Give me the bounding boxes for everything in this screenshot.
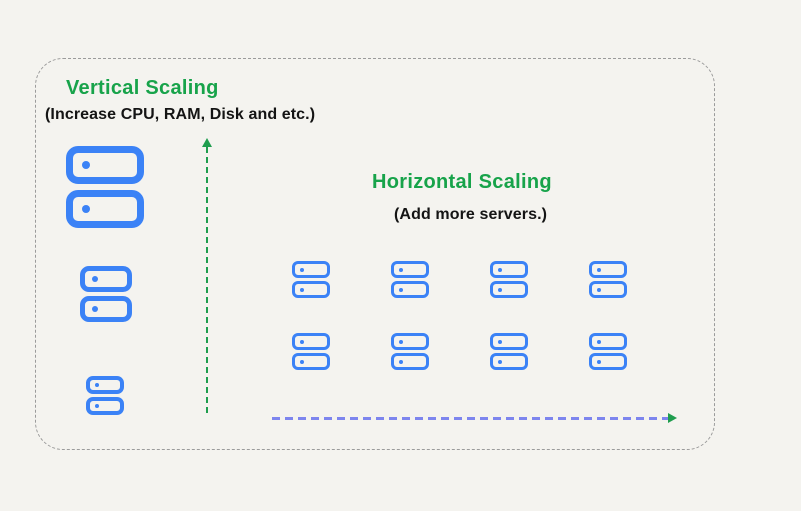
server-icon xyxy=(80,266,132,292)
server-icon xyxy=(490,333,528,350)
server-grid xyxy=(292,261,627,370)
server-stack-icon-small xyxy=(86,376,124,415)
server-icon xyxy=(292,281,330,298)
server-icon xyxy=(86,376,124,394)
server-stack-icon-medium xyxy=(80,266,132,322)
server-icon xyxy=(86,397,124,415)
vertical-scaling-subtitle: (Increase CPU, RAM, Disk and etc.) xyxy=(45,106,316,123)
server-stack-icon xyxy=(292,333,330,370)
server-icon xyxy=(292,261,330,278)
server-icon xyxy=(490,281,528,298)
right-arrow-icon xyxy=(272,417,668,420)
server-icon xyxy=(589,333,627,350)
right-arrow-head-icon xyxy=(668,413,677,423)
server-icon xyxy=(292,333,330,350)
server-stack-icon xyxy=(292,261,330,298)
server-icon xyxy=(589,261,627,278)
server-icon xyxy=(292,353,330,370)
server-icon xyxy=(589,281,627,298)
server-stack-icon-large xyxy=(66,146,144,228)
diagram-frame xyxy=(35,58,715,450)
server-stack-icon xyxy=(589,333,627,370)
server-icon xyxy=(391,261,429,278)
server-stack-icon xyxy=(490,261,528,298)
server-stack-icon xyxy=(391,261,429,298)
server-stack-icon xyxy=(490,333,528,370)
server-stack-icon xyxy=(589,261,627,298)
horizontal-scaling-subtitle: (Add more servers.) xyxy=(394,206,548,223)
server-icon xyxy=(391,281,429,298)
server-stack-icon xyxy=(391,333,429,370)
horizontal-scaling-title: Horizontal Scaling xyxy=(372,171,552,193)
server-icon xyxy=(589,353,627,370)
up-arrow-icon xyxy=(206,147,208,413)
vertical-scaling-title: Vertical Scaling xyxy=(66,77,219,99)
server-icon xyxy=(66,190,144,228)
up-arrow-head-icon xyxy=(202,138,212,147)
server-icon xyxy=(490,261,528,278)
server-icon xyxy=(391,353,429,370)
server-icon xyxy=(80,296,132,322)
server-icon xyxy=(66,146,144,184)
server-icon xyxy=(391,333,429,350)
server-icon xyxy=(490,353,528,370)
